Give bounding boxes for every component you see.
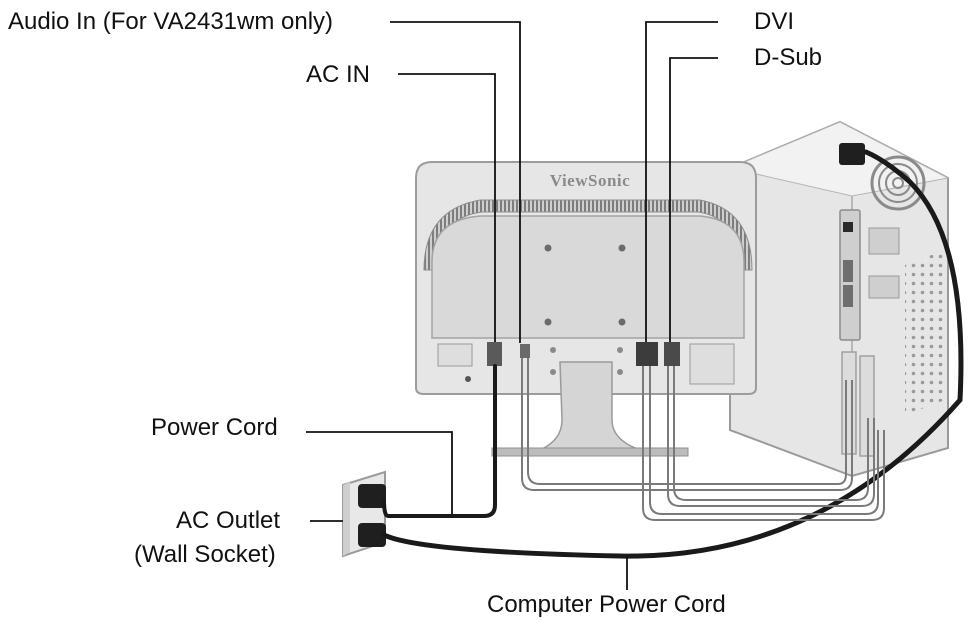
leader-ac-in [398, 73, 496, 342]
dvi-port [636, 342, 658, 366]
label-ac-outlet: AC Outlet [176, 507, 281, 534]
ac-in-port [487, 342, 502, 366]
label-dsub: D-Sub [754, 44, 823, 71]
cables [381, 149, 964, 559]
leader-dsub [669, 57, 718, 342]
leader-power-cord [306, 431, 453, 514]
computer-tower [728, 120, 950, 478]
label-power-cord: Power Cord [151, 414, 278, 441]
outlet-plug-bottom [358, 523, 386, 547]
label-ac-in: AC IN [306, 61, 371, 88]
signal-cables [521, 358, 885, 521]
label-audio-in: Audio In (For VA2431wm only) [8, 8, 334, 35]
audio-in-port [520, 344, 530, 358]
leader-dvi [645, 21, 718, 342]
monitor: ViewSonic [415, 161, 757, 457]
wall-outlet [342, 470, 386, 558]
leader-audio-in [390, 21, 521, 343]
outlet-plug-top [358, 484, 386, 508]
dsub-port [664, 342, 680, 366]
label-dvi: DVI [754, 8, 795, 35]
tower-power-socket [839, 143, 865, 165]
brand-logo: ViewSonic [550, 171, 630, 190]
leader-lines [306, 21, 718, 590]
label-wall-socket: (Wall Socket) [134, 541, 276, 568]
monitor-power-cable [382, 364, 497, 518]
label-computer-power-cord: Computer Power Cord [487, 591, 726, 618]
computer-power-cable [381, 149, 964, 559]
